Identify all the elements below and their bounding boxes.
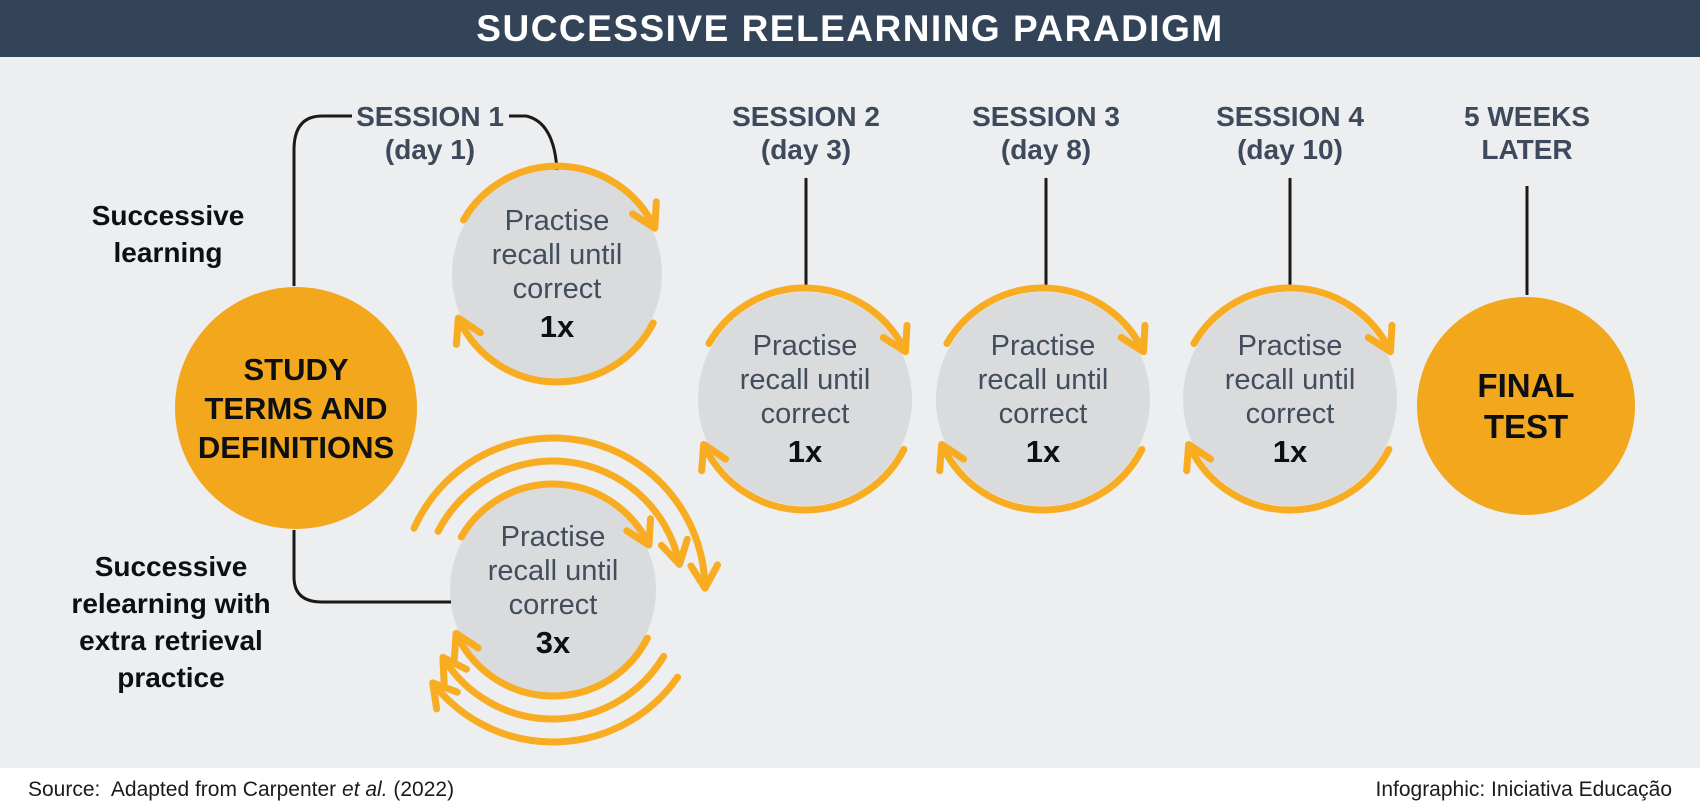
five-weeks-line2: LATER — [1481, 134, 1573, 165]
session-3-name: SESSION 3 — [972, 101, 1120, 132]
session-4-day: (day 10) — [1237, 134, 1343, 165]
final-test-node: FINAL TEST — [1417, 297, 1635, 515]
five-weeks-line1: 5 WEEKS — [1463, 101, 1591, 132]
practise-node-session3: Practise recall until correct 1x — [936, 292, 1150, 506]
session-3-day: (day 8) — [1000, 134, 1092, 165]
session-2-name: SESSION 2 — [732, 101, 880, 132]
session-1-day: (day 1) — [384, 134, 476, 165]
successive-learning-label: Successive learning — [91, 200, 245, 268]
session-3-header: SESSION 3 (day 8) — [926, 100, 1166, 166]
session-4-header: SESSION 4 (day 10) — [1170, 100, 1410, 166]
repetition-count: 3x — [535, 624, 571, 660]
source-credit: Source: Adapted from Carpenter et al. (2… — [28, 777, 455, 801]
title-bar: SUCCESSIVE RELEARNING PARADIGM — [0, 0, 1700, 57]
source-et-al: et al. — [342, 777, 388, 801]
repetition-count: 1x — [539, 308, 575, 344]
infographic-credit: Infographic: Iniciativa Educação — [1375, 777, 1672, 801]
repetition-count: 1x — [1272, 433, 1308, 469]
study-terms-node: STUDY TERMS AND DEFINITIONS — [175, 287, 417, 529]
session-2-header: SESSION 2 (day 3) — [686, 100, 926, 166]
repetition-count: 1x — [1025, 433, 1061, 469]
session-1-header: SESSION 1 (day 1) — [310, 100, 550, 166]
session-1-name: SESSION 1 — [356, 101, 504, 132]
successive-relearning-label: Successive relearning with extra retriev… — [71, 551, 271, 693]
five-weeks-later-header: 5 WEEKS LATER — [1407, 100, 1647, 166]
session-2-day: (day 3) — [760, 134, 852, 165]
practise-node-session4: Practise recall until correct 1x — [1183, 292, 1397, 506]
page-title: SUCCESSIVE RELEARNING PARADIGM — [476, 7, 1224, 49]
session-4-name: SESSION 4 — [1216, 101, 1364, 132]
footer: Source: Adapted from Carpenter et al. (2… — [0, 768, 1700, 811]
practise-node-session2: Practise recall until correct 1x — [698, 292, 912, 506]
practise-node-session1-learning: Practise recall until correct 1x — [452, 169, 662, 379]
repetition-count: 1x — [787, 433, 823, 469]
practise-node-session1-relearning: Practise recall until correct 3x — [450, 487, 656, 693]
